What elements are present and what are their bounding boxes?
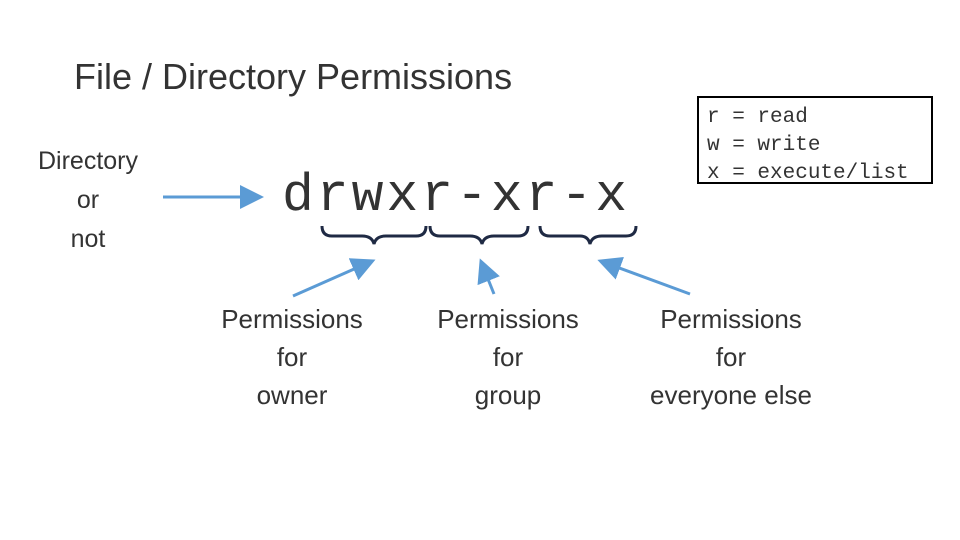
directory-label-line: not: [70, 225, 106, 253]
slide-title: File / Directory Permissions: [74, 56, 513, 97]
legend-box: r = read w = write x = execute/list: [697, 96, 933, 185]
everyone-brace: [538, 225, 638, 245]
directory-label-line: or: [76, 186, 100, 214]
caption-line: for: [276, 342, 308, 372]
caption-line: Permissions: [660, 304, 802, 334]
directory-label-line: Directory: [37, 147, 138, 175]
caption-line: everyone else: [650, 380, 812, 410]
permission-string: drwxr-xr-x: [282, 166, 631, 226]
everyone-arrow: [597, 256, 691, 296]
caption-line: group: [474, 380, 542, 410]
legend-meaning: execute/list: [757, 162, 909, 185]
caption-line: owner: [256, 380, 328, 410]
directory-label: Directory or not: [18, 142, 158, 259]
caption-owner: Permissions for owner: [204, 300, 380, 414]
legend-meaning: write: [757, 134, 821, 157]
caption-group: Permissions for group: [420, 300, 596, 414]
legend-key: w: [707, 134, 720, 157]
caption-line: Permissions: [437, 304, 579, 334]
legend-meaning: read: [757, 106, 808, 129]
caption-everyone-else: Permissions for everyone else: [628, 300, 834, 414]
legend-row-read: r = read: [707, 106, 808, 129]
caption-line: for: [715, 342, 747, 372]
legend-key: x: [707, 162, 720, 185]
group-brace: [428, 225, 530, 245]
legend-row-execute: x = execute/list: [707, 162, 909, 185]
owner-arrow: [292, 258, 376, 298]
group-arrow: [477, 258, 500, 295]
caption-line: for: [492, 342, 524, 372]
legend-row-write: w = write: [707, 134, 821, 157]
legend-key: r: [707, 106, 720, 129]
owner-brace: [320, 225, 428, 245]
caption-line: Permissions: [221, 304, 363, 334]
